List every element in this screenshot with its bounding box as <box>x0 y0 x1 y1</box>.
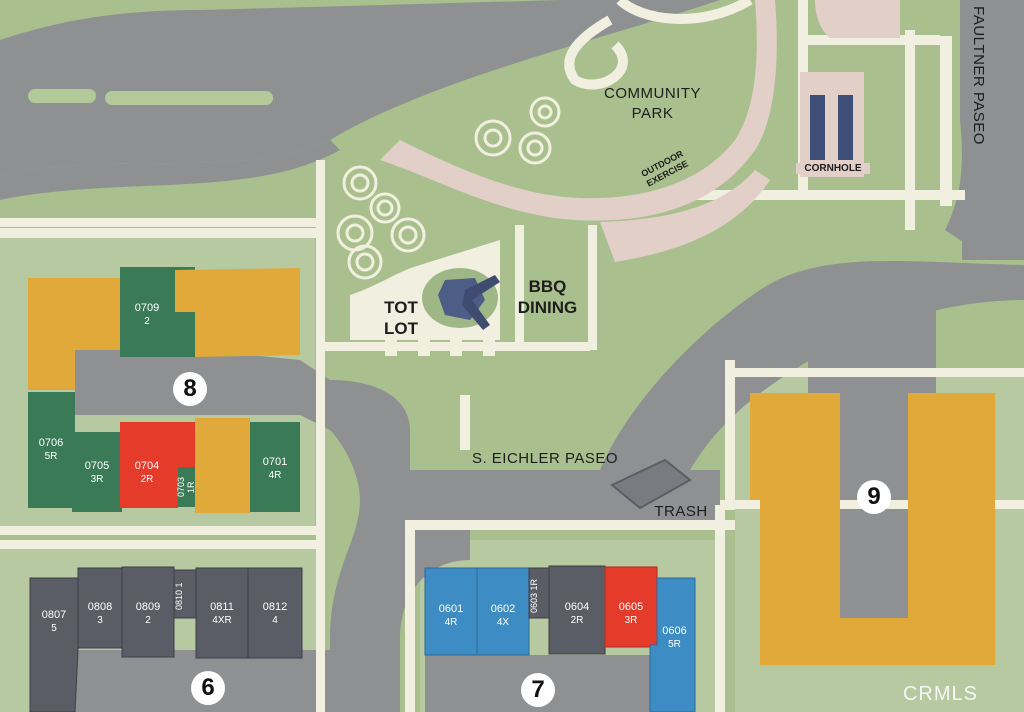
cornhole-label: CORNHOLE <box>796 163 870 174</box>
unit-0703[interactable]: 0703 1R <box>176 476 196 498</box>
building-7-number[interactable]: 7 <box>521 673 555 707</box>
faulkner-paseo-label: FAULTNER PASEO <box>970 5 987 145</box>
building-8-shapes <box>28 267 300 513</box>
building-6-number[interactable]: 6 <box>191 671 225 705</box>
unit-0810[interactable]: 0810 1 <box>174 582 184 610</box>
unit-0603[interactable]: 0603 1R <box>529 578 539 614</box>
tot-lot-label: TOT LOT <box>384 298 418 338</box>
building-9-number[interactable]: 9 <box>857 480 891 514</box>
watermark: CRMLS <box>902 683 978 705</box>
community-park-label: COMMUNITY PARK <box>604 85 701 122</box>
building-7-shapes <box>424 565 696 712</box>
building-6-shapes <box>29 566 303 712</box>
trash-label: TRASH <box>654 503 708 520</box>
building-8-number[interactable]: 8 <box>173 372 207 406</box>
building-9-shapes <box>750 393 995 665</box>
bbq-dining-label: BBQ DINING <box>517 277 578 317</box>
s-eichler-paseo-label: S. EICHLER PASEO <box>471 450 619 467</box>
